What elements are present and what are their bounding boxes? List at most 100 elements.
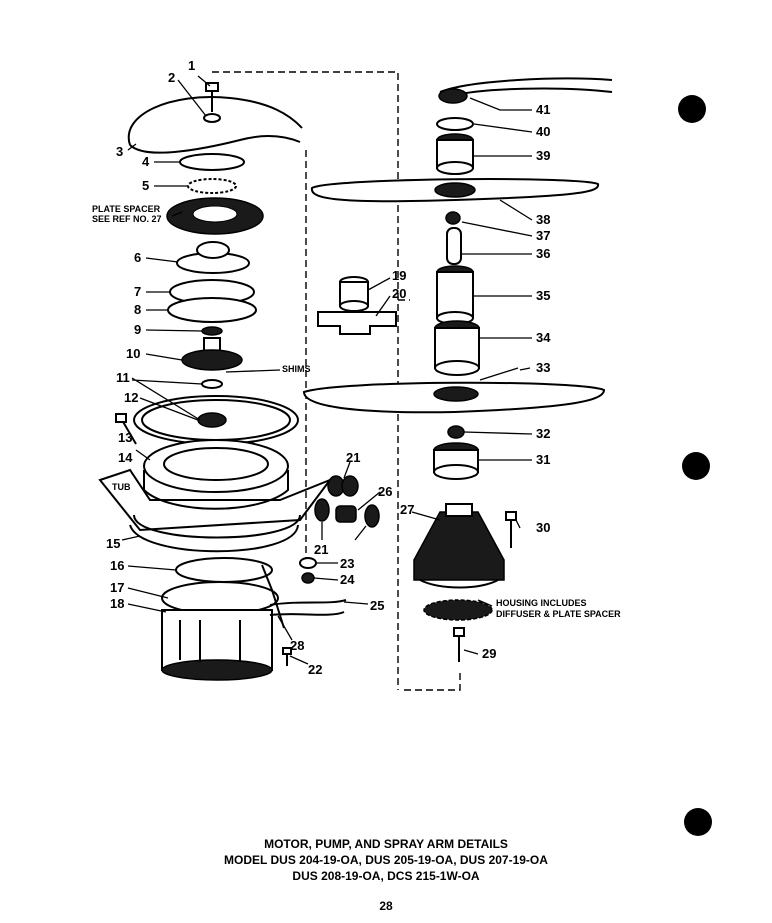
caption-title: MOTOR, PUMP, AND SPRAY ARM DETAILS bbox=[264, 837, 508, 851]
label-part-2: 2 bbox=[168, 70, 175, 85]
part-coupling-right bbox=[364, 504, 380, 528]
part-coupling-upper bbox=[327, 475, 359, 497]
label-part-6: 6 bbox=[134, 250, 141, 265]
part-tube-nut bbox=[438, 88, 468, 104]
exploded-parts-diagram: 1 2 3 4 5 6 7 8 9 10 11 12 13 14 15 16 1… bbox=[92, 58, 621, 691]
part-seal bbox=[201, 326, 223, 336]
label-part-37: 37 bbox=[536, 228, 550, 243]
binder-hole-top bbox=[678, 95, 706, 123]
part-housing-bottom-screw bbox=[453, 627, 465, 662]
label-part-4: 4 bbox=[142, 154, 150, 169]
label-part-1: 1 bbox=[188, 58, 195, 73]
label-part-28: 28 bbox=[290, 638, 304, 653]
part-upper-hub bbox=[436, 133, 474, 175]
binder-hole-bottom bbox=[684, 808, 712, 836]
part-plate-spacer bbox=[166, 197, 264, 235]
part-tub-gasket bbox=[129, 514, 301, 553]
label-part-41: 41 bbox=[536, 102, 550, 117]
label-part-12: 12 bbox=[124, 390, 138, 405]
part-screw bbox=[115, 413, 137, 445]
note-tub: TUB bbox=[112, 482, 131, 492]
label-part-30: 30 bbox=[536, 520, 550, 535]
part-coupling-left bbox=[314, 498, 330, 522]
part-nut-24 bbox=[301, 572, 315, 584]
part-shims bbox=[201, 379, 223, 389]
part-ring-gasket bbox=[133, 395, 299, 445]
label-part-3: 3 bbox=[116, 144, 123, 159]
note-housing-2: DIFFUSER & PLATE SPACER bbox=[496, 609, 621, 619]
part-housing-screw bbox=[505, 511, 517, 548]
part-wire-harness bbox=[127, 96, 303, 154]
label-part-35: 35 bbox=[536, 288, 550, 303]
binder-hole-middle bbox=[682, 452, 710, 480]
label-part-18: 18 bbox=[110, 596, 124, 611]
label-part-25: 25 bbox=[370, 598, 384, 613]
label-part-33: 33 bbox=[536, 360, 550, 375]
note-plate-spacer-2: SEE REF NO. 27 bbox=[92, 214, 162, 224]
part-lower-arm-hub bbox=[433, 386, 479, 402]
part-spray-tower-lower bbox=[434, 320, 480, 376]
label-part-21-upper: 21 bbox=[346, 450, 360, 465]
label-part-23: 23 bbox=[340, 556, 354, 571]
part-upper-arm-hub bbox=[434, 182, 476, 198]
label-part-17: 17 bbox=[110, 580, 124, 595]
part-motor-leads bbox=[269, 599, 347, 616]
note-plate-spacer-1: PLATE SPACER bbox=[92, 204, 161, 214]
assembly-line-left bbox=[212, 71, 399, 690]
label-part-11: 11 bbox=[116, 370, 130, 385]
label-part-15: 15 bbox=[106, 536, 120, 551]
label-part-14: 14 bbox=[118, 450, 133, 465]
note-housing-1: HOUSING INCLUDES bbox=[496, 598, 587, 608]
label-part-21-left: 21 bbox=[314, 542, 328, 557]
part-pump-housing-upper bbox=[413, 503, 505, 589]
part-bushing bbox=[339, 276, 369, 312]
part-spray-hub bbox=[433, 442, 479, 480]
part-impeller bbox=[181, 337, 243, 371]
label-part-8: 8 bbox=[134, 302, 141, 317]
part-motor bbox=[161, 581, 279, 681]
part-coupling-center bbox=[335, 505, 357, 523]
page-number: 28 bbox=[379, 899, 393, 913]
part-pump-housing bbox=[143, 439, 289, 510]
part-gear bbox=[187, 178, 237, 194]
label-part-7: 7 bbox=[134, 284, 141, 299]
part-bolt bbox=[205, 82, 219, 112]
part-clip bbox=[261, 564, 285, 629]
part-motor-plate bbox=[175, 557, 273, 583]
part-bearing bbox=[447, 425, 465, 439]
note-shims: SHIMS bbox=[282, 364, 311, 374]
label-part-22: 22 bbox=[308, 662, 322, 677]
part-pump-cover bbox=[176, 241, 250, 274]
part-spray-tower-upper bbox=[436, 265, 474, 325]
part-washer-23 bbox=[299, 557, 317, 569]
label-part-40: 40 bbox=[536, 124, 550, 139]
part-diffuser bbox=[423, 599, 493, 621]
part-ring bbox=[436, 117, 474, 131]
label-part-39: 39 bbox=[536, 148, 550, 163]
part-arm-nut bbox=[445, 211, 461, 225]
label-part-9: 9 bbox=[134, 322, 141, 337]
caption-models-line2: DUS 208-19-OA, DCS 215-1W-OA bbox=[292, 869, 480, 883]
label-part-10: 10 bbox=[126, 346, 140, 361]
label-part-34: 34 bbox=[536, 330, 551, 345]
label-part-5: 5 bbox=[142, 178, 149, 193]
label-part-19: 19 bbox=[392, 268, 406, 283]
label-part-31: 31 bbox=[536, 452, 550, 467]
figure-caption: MOTOR, PUMP, AND SPRAY ARM DETAILS MODEL… bbox=[0, 836, 772, 884]
part-tub-section bbox=[98, 468, 333, 532]
part-bracket bbox=[317, 311, 397, 335]
label-part-16: 16 bbox=[110, 558, 124, 573]
assembly-line-right bbox=[398, 299, 461, 691]
label-part-27: 27 bbox=[400, 502, 414, 517]
label-part-13: 13 bbox=[118, 430, 132, 445]
label-part-29: 29 bbox=[482, 646, 496, 661]
label-part-36: 36 bbox=[536, 246, 550, 261]
label-part-26: 26 bbox=[378, 484, 392, 499]
label-part-24: 24 bbox=[340, 572, 355, 587]
part-cover bbox=[179, 153, 245, 171]
part-tube bbox=[446, 227, 462, 265]
part-gasket-lower bbox=[167, 297, 257, 323]
label-part-32: 32 bbox=[536, 426, 550, 441]
label-part-20: 20 bbox=[392, 286, 406, 301]
